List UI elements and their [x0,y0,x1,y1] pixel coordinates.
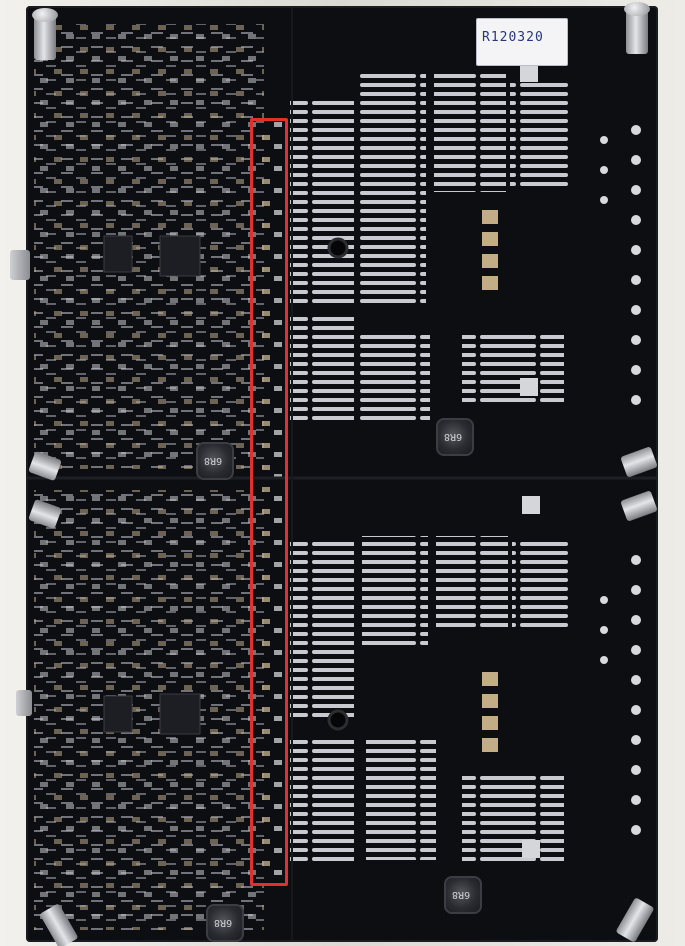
standoff-top-left [34,14,56,60]
inductor-top-left: 6R8 [196,442,234,480]
left-connector-2 [16,690,32,716]
standoff-top-right [626,8,648,54]
highlight-box [250,118,288,886]
standoff-top-left-cap [32,8,58,22]
inductor-bottom-right: 6R8 [444,876,482,914]
heatsink-slots-top-left [290,96,354,306]
ic-top [159,235,201,277]
inductor-bottom-left: 6R8 [206,904,244,942]
heatsink-slots-bottom-left [290,538,354,718]
serial-label-text: R120320 [482,30,544,45]
ic-bottom [159,693,201,735]
edge-pads-right [600,125,641,835]
left-connector [10,250,30,280]
serial-label-sticker [476,18,568,66]
inductor-top-right: 6R8 [436,418,474,456]
standoff-top-right-cap [624,2,650,16]
